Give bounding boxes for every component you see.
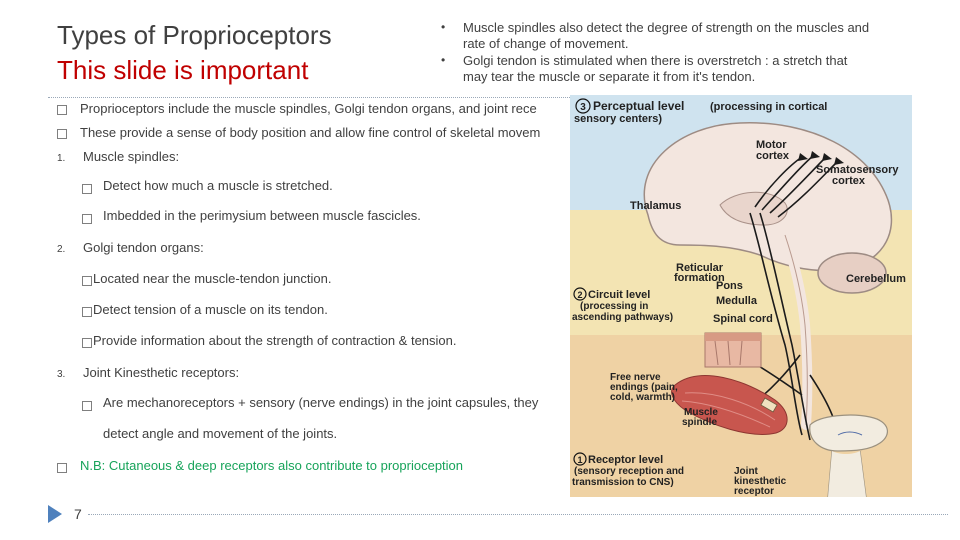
item-2-sub-2: Detect tension of a muscle on its tendon…	[93, 302, 328, 317]
square-bullet-icon	[82, 184, 92, 194]
joint-receptor-label-1: Joint	[734, 466, 759, 477]
item-2-sub-1: Located near the muscle-tendon junction.	[93, 271, 332, 286]
top-bullet-1-line2: rate of change of movement.	[463, 36, 629, 51]
perceptual-level-label: 3 Perceptual level (processing in cortic…	[574, 98, 827, 125]
cerebellum-label: Cerebellum	[846, 273, 906, 285]
joint-receptor-label-3: receptor	[734, 486, 774, 497]
square-bullet-icon	[57, 463, 67, 473]
motor-cortex-label-1: Motor	[756, 139, 787, 151]
pons-label: Pons	[716, 280, 743, 292]
pathway-arrowheads	[798, 151, 844, 165]
list-number: 1.	[57, 153, 66, 164]
motor-cortex-label-2: cortex	[756, 150, 790, 162]
spinal-cord-label: Spinal cord	[713, 313, 773, 325]
header-divider	[48, 97, 912, 98]
bullet-dot: •	[441, 53, 446, 67]
free-nerve-label-3: cold, warmth)	[610, 392, 675, 403]
item-3-sub-1-cont: detect angle and movement of the joints.	[103, 426, 338, 441]
bullet-dot: •	[441, 20, 446, 34]
circuit-level-label: 2 Circuit level (processing in ascending…	[572, 287, 673, 323]
item-3-sub-1: Are mechanoreceptors + sensory (nerve en…	[103, 395, 539, 410]
cerebellum-shape	[817, 252, 887, 294]
free-nerve-label-1: Free nerve	[610, 372, 661, 383]
somatosensory-label-1: Somatosensory	[816, 164, 899, 176]
item-2-heading: Golgi tendon organs:	[83, 240, 204, 255]
square-bullet-icon	[82, 214, 92, 224]
somatosensory-label-2: cortex	[832, 175, 866, 187]
item-1-heading: Muscle spindles:	[83, 149, 180, 164]
item-3-heading: Joint Kinesthetic receptors:	[83, 365, 240, 380]
perceptual-level-desc-2: sensory centers)	[574, 113, 662, 125]
reticular-label-1: Reticular	[676, 262, 724, 274]
item-1-sub-2: Imbedded in the perimysium between muscl…	[103, 208, 421, 223]
square-bullet-icon	[82, 307, 92, 317]
intro-line-1: Proprioceptors include the muscle spindl…	[80, 101, 537, 116]
muscle-illustration	[671, 375, 788, 435]
top-bullet-1-line1: Muscle spindles also detect the degree o…	[463, 20, 870, 35]
circuit-level-desc-2: ascending pathways)	[572, 312, 673, 323]
intro-line-2: These provide a sense of body position a…	[80, 125, 541, 140]
perceptual-level-number: 3	[580, 102, 586, 113]
slide-title: Types of Proprioceptors	[57, 20, 332, 50]
thalamus-label: Thalamus	[630, 200, 681, 212]
list-number: 2.	[57, 244, 66, 255]
proprioception-levels-diagram: 3 Perceptual level (processing in cortic…	[570, 95, 912, 497]
receptor-level-label: 1 Receptor level (sensory reception and …	[572, 452, 684, 488]
receptor-level-desc-1: (sensory reception and	[574, 466, 684, 477]
item-2-sub-3: Provide information about the strength o…	[93, 333, 457, 348]
square-bullet-icon	[82, 401, 92, 411]
muscle-spindle-label-1: Muscle	[684, 407, 718, 418]
perceptual-level-desc-1: (processing in cortical	[710, 101, 827, 113]
top-bullet-2-line1: Golgi tendon is stimulated when there is…	[463, 53, 848, 68]
reticular-label-2: formation	[674, 272, 725, 284]
play-arrow-icon	[48, 505, 62, 523]
square-bullet-icon	[57, 105, 67, 115]
top-bullet-2-line2: may tear the muscle or separate it from …	[463, 69, 756, 84]
square-bullet-icon	[82, 338, 92, 348]
square-bullet-icon	[57, 129, 67, 139]
receptor-level-desc-2: transmission to CNS)	[572, 477, 674, 488]
circuit-level-desc-1: (processing in	[580, 301, 648, 312]
free-nerve-label-2: endings (pain,	[610, 382, 678, 393]
circuit-level-number: 2	[577, 290, 582, 300]
spinal-cord-edge	[784, 234, 808, 426]
circuit-level-title: Circuit level	[588, 289, 650, 301]
nb-note: N.B: Cutaneous & deep receptors also con…	[80, 458, 464, 473]
receptor-level-number: 1	[577, 455, 582, 465]
skin-illustration	[704, 332, 762, 368]
receptor-level-title: Receptor level	[588, 454, 663, 466]
footer-divider	[88, 514, 948, 515]
joint-receptor-label-2: kinesthetic	[734, 476, 787, 487]
square-bullet-icon	[82, 276, 92, 286]
knee-joint-illustration	[809, 414, 888, 497]
perceptual-level-title: Perceptual level	[593, 99, 684, 113]
item-1-sub-1: Detect how much a muscle is stretched.	[103, 178, 333, 193]
slide-subtitle-important: This slide is important	[57, 55, 309, 85]
list-number: 3.	[57, 369, 66, 380]
medulla-label: Medulla	[716, 295, 758, 307]
page-number: 7	[74, 506, 82, 522]
muscle-spindle-label-2: spindle	[682, 417, 717, 428]
